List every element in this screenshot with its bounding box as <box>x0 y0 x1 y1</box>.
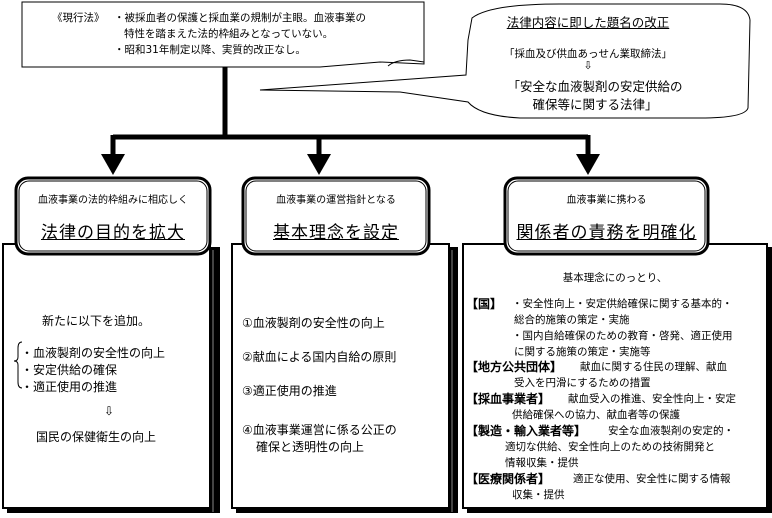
brace-icon <box>13 341 23 389</box>
party-label: 【製造・輸入業者等】 <box>466 424 587 438</box>
column-middle-subtitle: 血液事業の運営指針となる <box>276 195 396 206</box>
arrow-heads <box>101 154 600 175</box>
new-law-name-line-1: 「安全な血液製剤の安定供給の <box>507 79 683 94</box>
party-duty-line: 献血受入の推進、安全性向上・安定 <box>568 393 736 405</box>
party-duty-line: 適切な供給、安全性向上のための技術開発と <box>505 441 715 453</box>
party-label: 【採血事業者】 <box>466 392 551 406</box>
party-duty-line: 受入を円滑にするための措置 <box>514 377 651 389</box>
column-body-middle <box>231 243 458 513</box>
principle-item-1: ①血液製剤の安全性の向上 <box>242 316 385 330</box>
principle-item-4-line-2: 確保と透明性の向上 <box>256 440 365 454</box>
arrow-down-icon <box>576 154 600 175</box>
current-law-bullet-1-line-1: ・被採血者の保護と採血業の規制が主眼。血液事業の <box>114 12 366 24</box>
party-label-manufacturer: 【製造・輸入業者等】 <box>466 423 586 440</box>
party-duty-line: ・安全性向上・安定供給確保に関する基本的・ <box>512 298 733 310</box>
arrow-down-icon <box>307 154 331 175</box>
principle-item-2: ②献血による国内自給の原則 <box>242 350 397 364</box>
principle-item-3: ③適正使用の推進 <box>242 384 337 398</box>
column-left-title: 法律の目的を拡大 <box>41 223 185 243</box>
purpose-result: 国民の保健衛生の向上 <box>36 430 157 444</box>
header-box-left <box>14 176 212 256</box>
old-law-name: 「採血及び供血あっせん業取締法」 <box>504 48 672 60</box>
party-label: 【国】 <box>466 297 503 311</box>
column-right-title: 関係者の責務を明確化 <box>516 223 697 243</box>
title-revision-callout-bubble <box>259 3 751 119</box>
party-duty-line: 情報収集・提供 <box>505 457 579 469</box>
column-body-right <box>462 243 772 513</box>
party-duty-line: 収集・提供 <box>512 489 565 501</box>
column-body-left <box>2 243 220 513</box>
arrow-down-outline-icon: ⇩ <box>583 59 593 72</box>
party-duty-line: に関する施策の策定・実施等 <box>514 346 651 358</box>
party-duty-line: 供給確保への協力、献血者等の保護 <box>512 409 680 421</box>
purpose-item: ・安定供給の確保 <box>21 363 118 377</box>
column-middle-title: 基本理念を設定 <box>273 223 399 243</box>
column-left-subtitle: 血液事業の法的枠組みに相応しく <box>38 195 188 206</box>
party-label-medical: 【医療関係者】 <box>466 471 550 488</box>
current-law-note-box <box>21 1 425 68</box>
new-law-name-line-2: 確保等に関する法律」 <box>532 97 658 112</box>
arrow-down-icon <box>101 154 125 175</box>
party-duty-line: 適正な使用、安全性に関する情報 <box>573 473 731 485</box>
party-label-national: 【国】 <box>466 296 502 313</box>
party-duty-line: 献血に関する住民の理解、献血 <box>580 361 727 373</box>
party-label: 【地方公共団体】 <box>466 360 563 374</box>
current-law-bullet-2: ・昭和31年制定以降、実質的改正なし。 <box>114 44 306 56</box>
purpose-intro: 新たに以下を追加。 <box>42 314 151 328</box>
party-label-local-gov: 【地方公共団体】 <box>466 359 562 376</box>
header-box-right <box>503 176 710 256</box>
party-label-blood-collector: 【採血事業者】 <box>466 391 550 408</box>
responsibilities-intro: 基本理念にのっとり、 <box>562 272 668 284</box>
header-box-middle <box>241 176 431 256</box>
party-label: 【医療関係者】 <box>466 472 551 486</box>
party-duty-line: 総合的施策の策定・実施 <box>514 314 630 326</box>
column-right-subtitle: 血液事業に携わる <box>566 195 647 206</box>
callout-title: 法律内容に即した題名の改正 <box>506 15 670 30</box>
party-duty-line: 安全な血液製剤の安定的・ <box>608 425 734 437</box>
arrow-down-outline-icon: ⇩ <box>104 404 115 418</box>
party-duty-line: ・国内自給確保のための教育・啓発、適正使用 <box>512 330 733 342</box>
current-law-label: 《現行法》 <box>52 12 105 24</box>
purpose-item: ・血液製剤の安全性の向上 <box>21 346 166 360</box>
current-law-bullet-1-line-2: 特性を踏まえた法的枠組みとなっていない。 <box>124 28 334 40</box>
purpose-item: ・適正使用の推進 <box>21 380 118 394</box>
principle-item-4-line-1: ④血液事業運営に係る公正の <box>242 423 397 437</box>
